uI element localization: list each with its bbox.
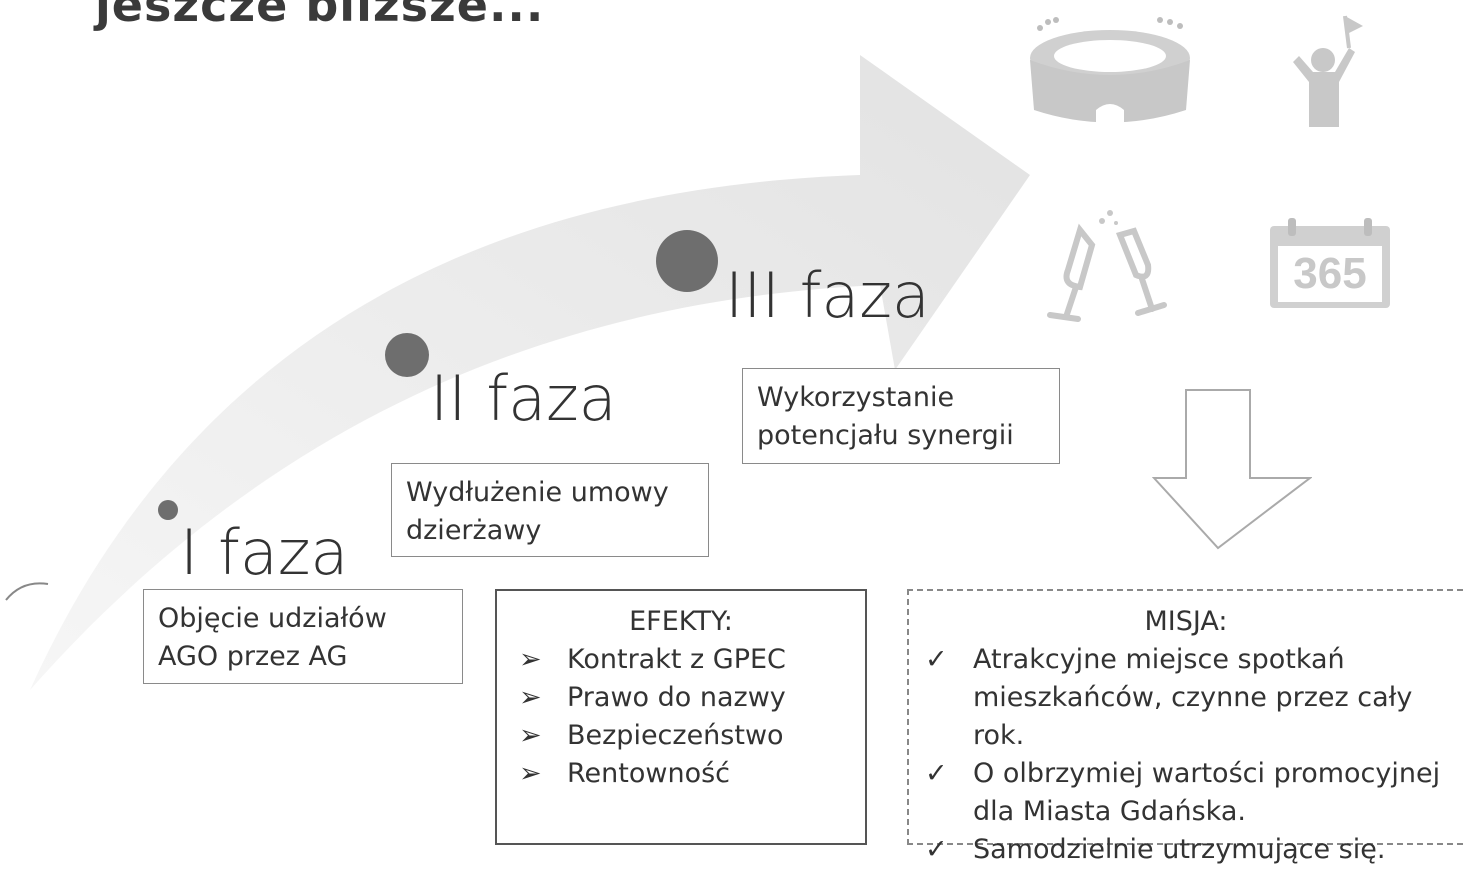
- mission-item-line: Atrakcyjne miejsce spotkań: [973, 644, 1345, 675]
- mission-item: ✓ O olbrzymiej wartości promocyjnej dla …: [909, 755, 1463, 831]
- mission-item-line: dla Miasta Gdańska.: [973, 796, 1246, 827]
- phase-2-dot: [385, 333, 429, 377]
- phase-1-label: I faza: [180, 516, 349, 589]
- check-icon: ✓: [925, 834, 948, 865]
- effects-item-text: Kontrakt z GPEC: [567, 644, 786, 675]
- mission-heading: MISJA:: [1144, 606, 1228, 637]
- champagne-glasses-icon: [1047, 210, 1167, 322]
- effects-item-text: Bezpieczeństwo: [567, 720, 784, 751]
- mission-item-line: Samodzielnie utrzymujące się.: [973, 834, 1386, 865]
- mission-item: ✓ Samodzielnie utrzymujące się.: [909, 831, 1463, 869]
- effects-item: ➢ Bezpieczeństwo: [503, 717, 859, 755]
- page-title: jeszcze bliższe...: [95, 0, 545, 32]
- phase-1-box: Objęcie udziałów AGO przez AG: [143, 589, 463, 684]
- effects-item-text: Prawo do nazwy: [567, 682, 786, 713]
- calendar-number: 365: [1293, 249, 1367, 298]
- effects-list: ➢ Kontrakt z GPEC ➢ Prawo do nazwy ➢ Bezpie…: [503, 641, 859, 793]
- arrow-bullet-icon: ➢: [519, 644, 542, 675]
- check-icon: ✓: [925, 758, 948, 789]
- fan-icon: [1293, 15, 1363, 127]
- arrow-bullet-icon: ➢: [519, 758, 542, 789]
- phase-3-box: Wykorzystanie potencjału synergii: [742, 368, 1060, 464]
- phase-3-line-2: potencjału synergii: [757, 420, 1014, 451]
- phase-1-line-1: Objęcie udziałów: [158, 603, 387, 634]
- effects-item-text: Rentowność: [567, 758, 731, 789]
- arc-decoration: [5, 582, 49, 601]
- mission-item-line: mieszkańców, czynne przez cały rok.: [973, 682, 1413, 751]
- mission-item-line: O olbrzymiej wartości promocyjnej: [973, 758, 1441, 789]
- arrow-bullet-icon: ➢: [519, 682, 542, 713]
- effects-heading: EFEKTY:: [629, 606, 733, 637]
- effects-item: ➢ Rentowność: [503, 755, 859, 793]
- mission-item: ✓ Atrakcyjne miejsce spotkań mieszkańców…: [909, 641, 1463, 755]
- down-arrow-icon: [1152, 389, 1312, 550]
- phase-3-line-1: Wykorzystanie: [757, 382, 955, 413]
- phase-2-line-1: Wydłużenie umowy: [406, 477, 669, 508]
- phase-3-dot: [656, 230, 718, 292]
- phase-1-line-2: AGO przez AG: [158, 641, 348, 672]
- effects-item: ➢ Prawo do nazwy: [503, 679, 859, 717]
- calendar-icon: 365: [1268, 218, 1392, 310]
- check-icon: ✓: [925, 644, 948, 675]
- stadium-icon: [1030, 17, 1190, 145]
- phase-1-dot: [158, 500, 178, 520]
- mission-list: ✓ Atrakcyjne miejsce spotkań mieszkańców…: [909, 641, 1463, 869]
- arrow-bullet-icon: ➢: [519, 720, 542, 751]
- phase-2-label: II faza: [430, 362, 617, 435]
- phase-2-box: Wydłużenie umowy dzierżawy: [391, 463, 709, 557]
- growth-arrow: [30, 55, 1030, 690]
- phase-2-line-2: dzierżawy: [406, 515, 542, 546]
- mission-box: MISJA: ✓ Atrakcyjne miejsce spotkań mies…: [907, 589, 1463, 865]
- phase-3-label: III faza: [725, 259, 930, 332]
- effects-box: EFEKTY: ➢ Kontrakt z GPEC ➢ Prawo do nazwy…: [495, 589, 867, 845]
- effects-item: ➢ Kontrakt z GPEC: [503, 641, 859, 679]
